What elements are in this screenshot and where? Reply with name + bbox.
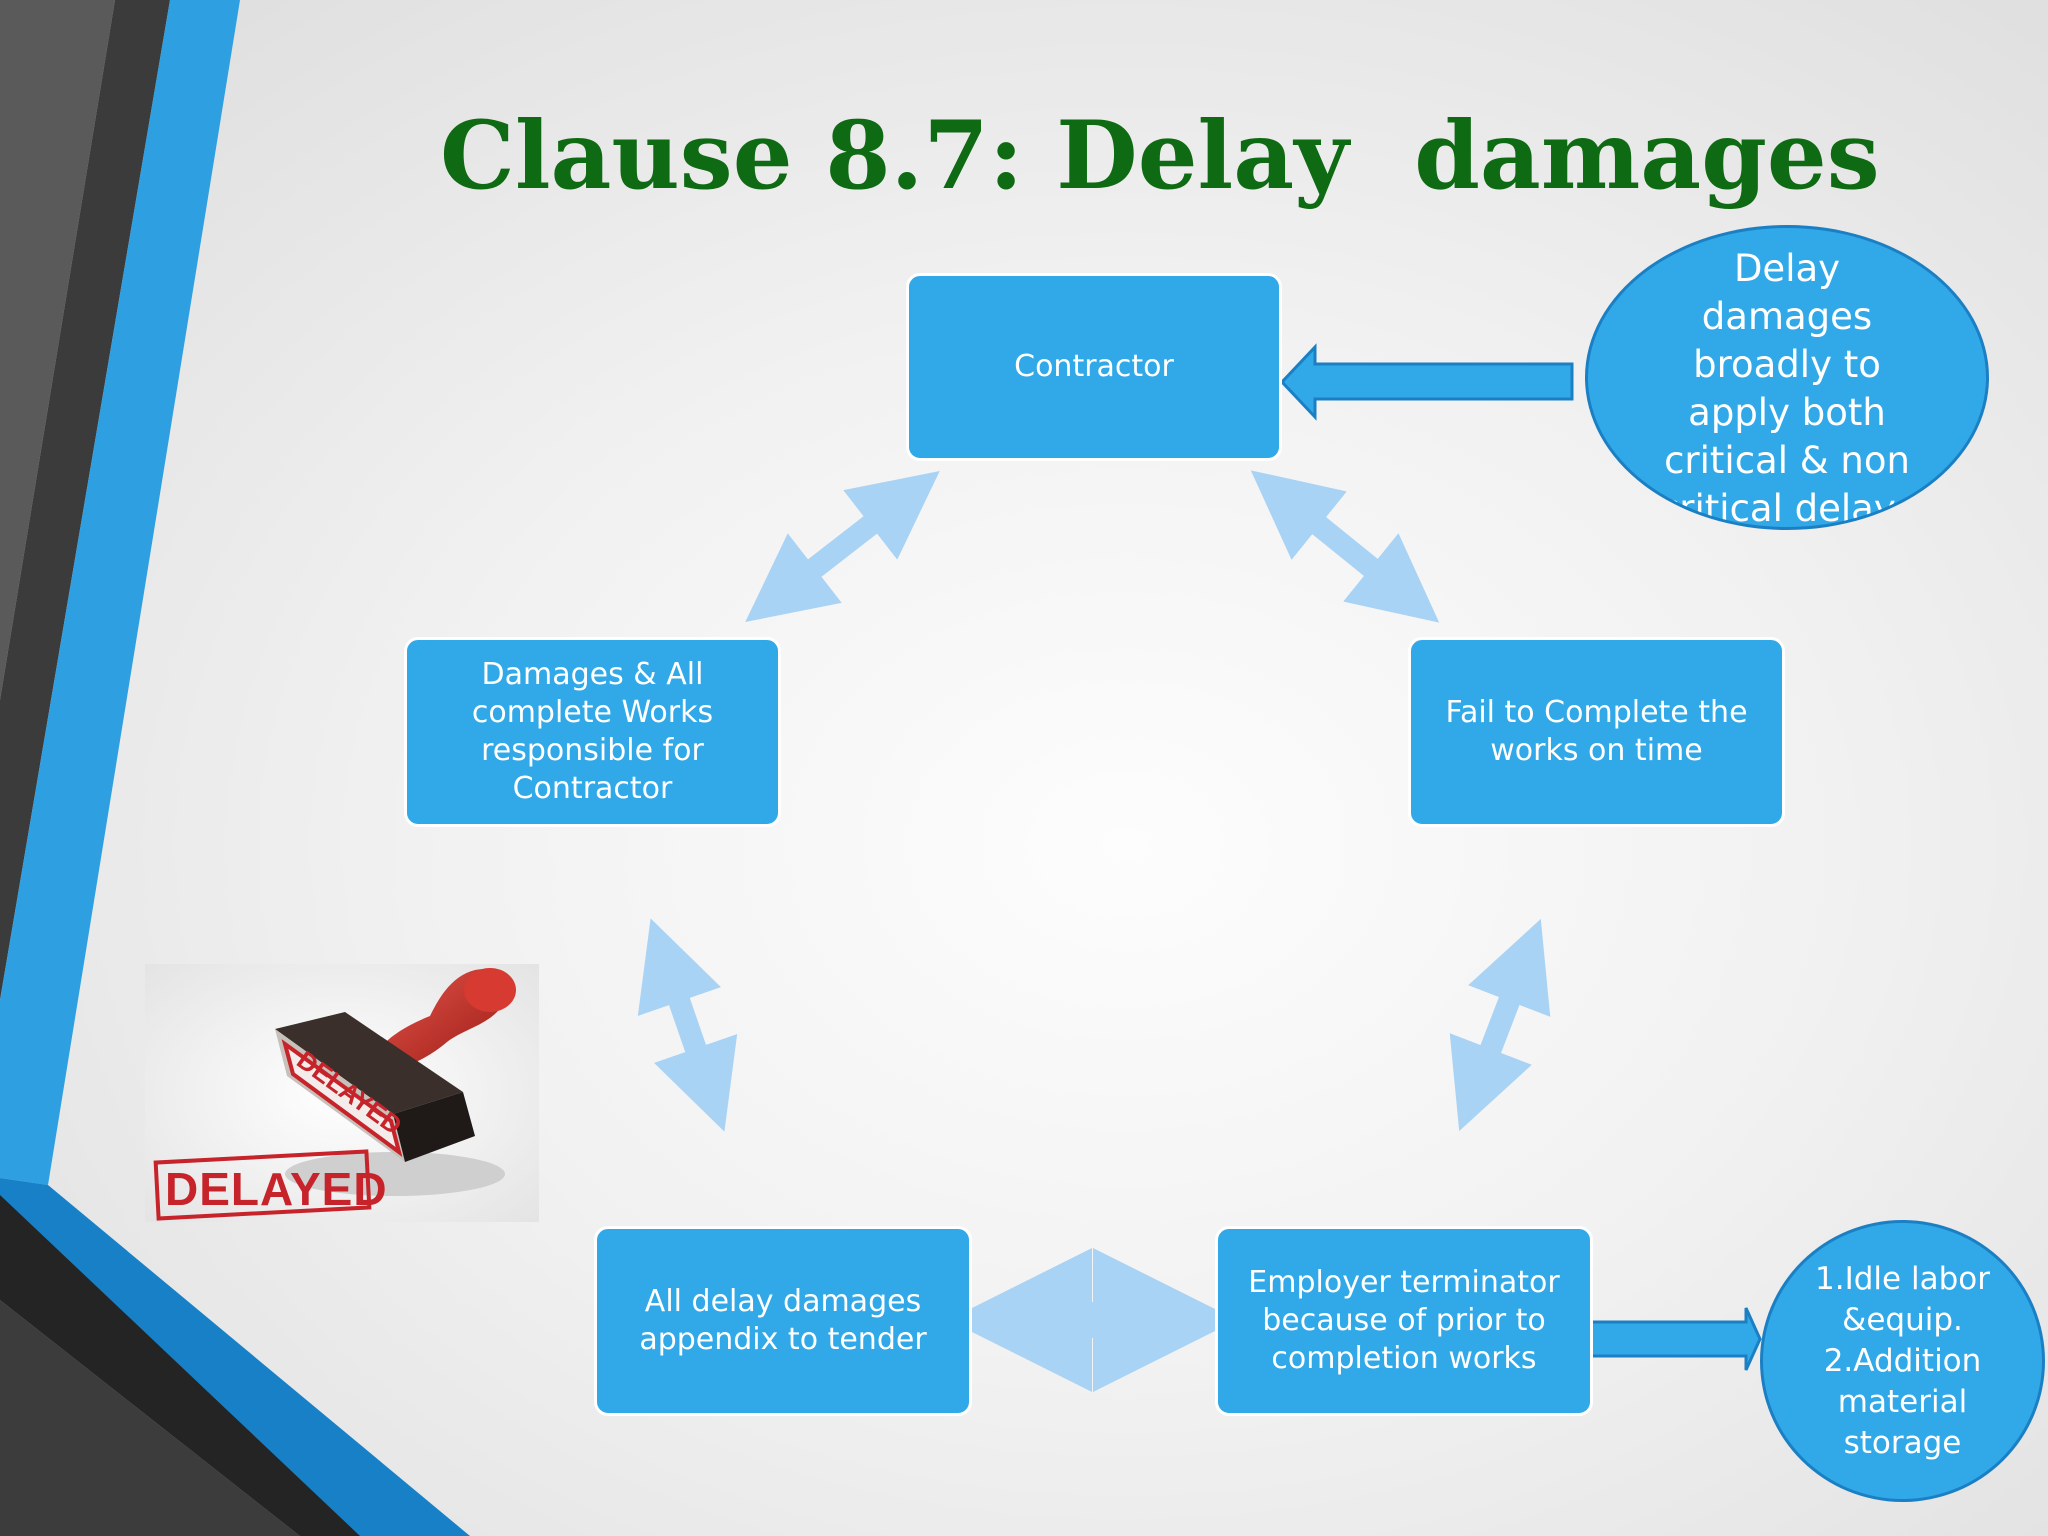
node-contractor-label: Contractor (1014, 349, 1174, 384)
arrow-contractor-fail (1250, 470, 1440, 623)
node-fail-to-complete: Fail to Complete the works on time (1408, 637, 1785, 827)
node-fail-to-complete-label: Fail to Complete the works on time (1445, 695, 1748, 768)
node-contractor: Contractor (906, 273, 1282, 461)
arrow-callout-to-contractor (1279, 343, 1574, 421)
node-all-delay-damages-label: All delay damages appendix to tender (639, 1284, 927, 1357)
arrow-alldelay-damages (637, 918, 738, 1132)
callout-oval-top: Delay damages broadly to apply both crit… (1585, 225, 1989, 530)
callout-oval-top-text: Delay damages broadly to apply both crit… (1658, 246, 1916, 530)
node-employer-terminator: Employer terminator because of prior to … (1215, 1226, 1593, 1416)
rubber-stamp-icon: DELAYED (145, 964, 539, 1222)
node-damages-all-complete-label: Damages & All complete Works responsible… (471, 657, 714, 806)
page-title: Clause 8.7: Delay damages (440, 101, 1880, 211)
arrow-fail-employer (1449, 918, 1551, 1132)
node-all-delay-damages: All delay damages appendix to tender (594, 1226, 972, 1416)
callout-oval-bottom-text: 1.Idle labor &equip. 2.Addition material… (1815, 1260, 1990, 1461)
arrow-contractor-damages (745, 471, 940, 622)
stamp-imprint-label: DELAYED (165, 1163, 388, 1215)
arrow-employer-to-callout (1586, 1307, 1762, 1371)
node-employer-terminator-label: Employer terminator because of prior to … (1248, 1265, 1560, 1376)
callout-oval-bottom: 1.Idle labor &equip. 2.Addition material… (1760, 1220, 2045, 1502)
node-damages-all-complete: Damages & All complete Works responsible… (404, 637, 781, 827)
delayed-stamp-image: DELAYED DELAYED (145, 964, 539, 1222)
